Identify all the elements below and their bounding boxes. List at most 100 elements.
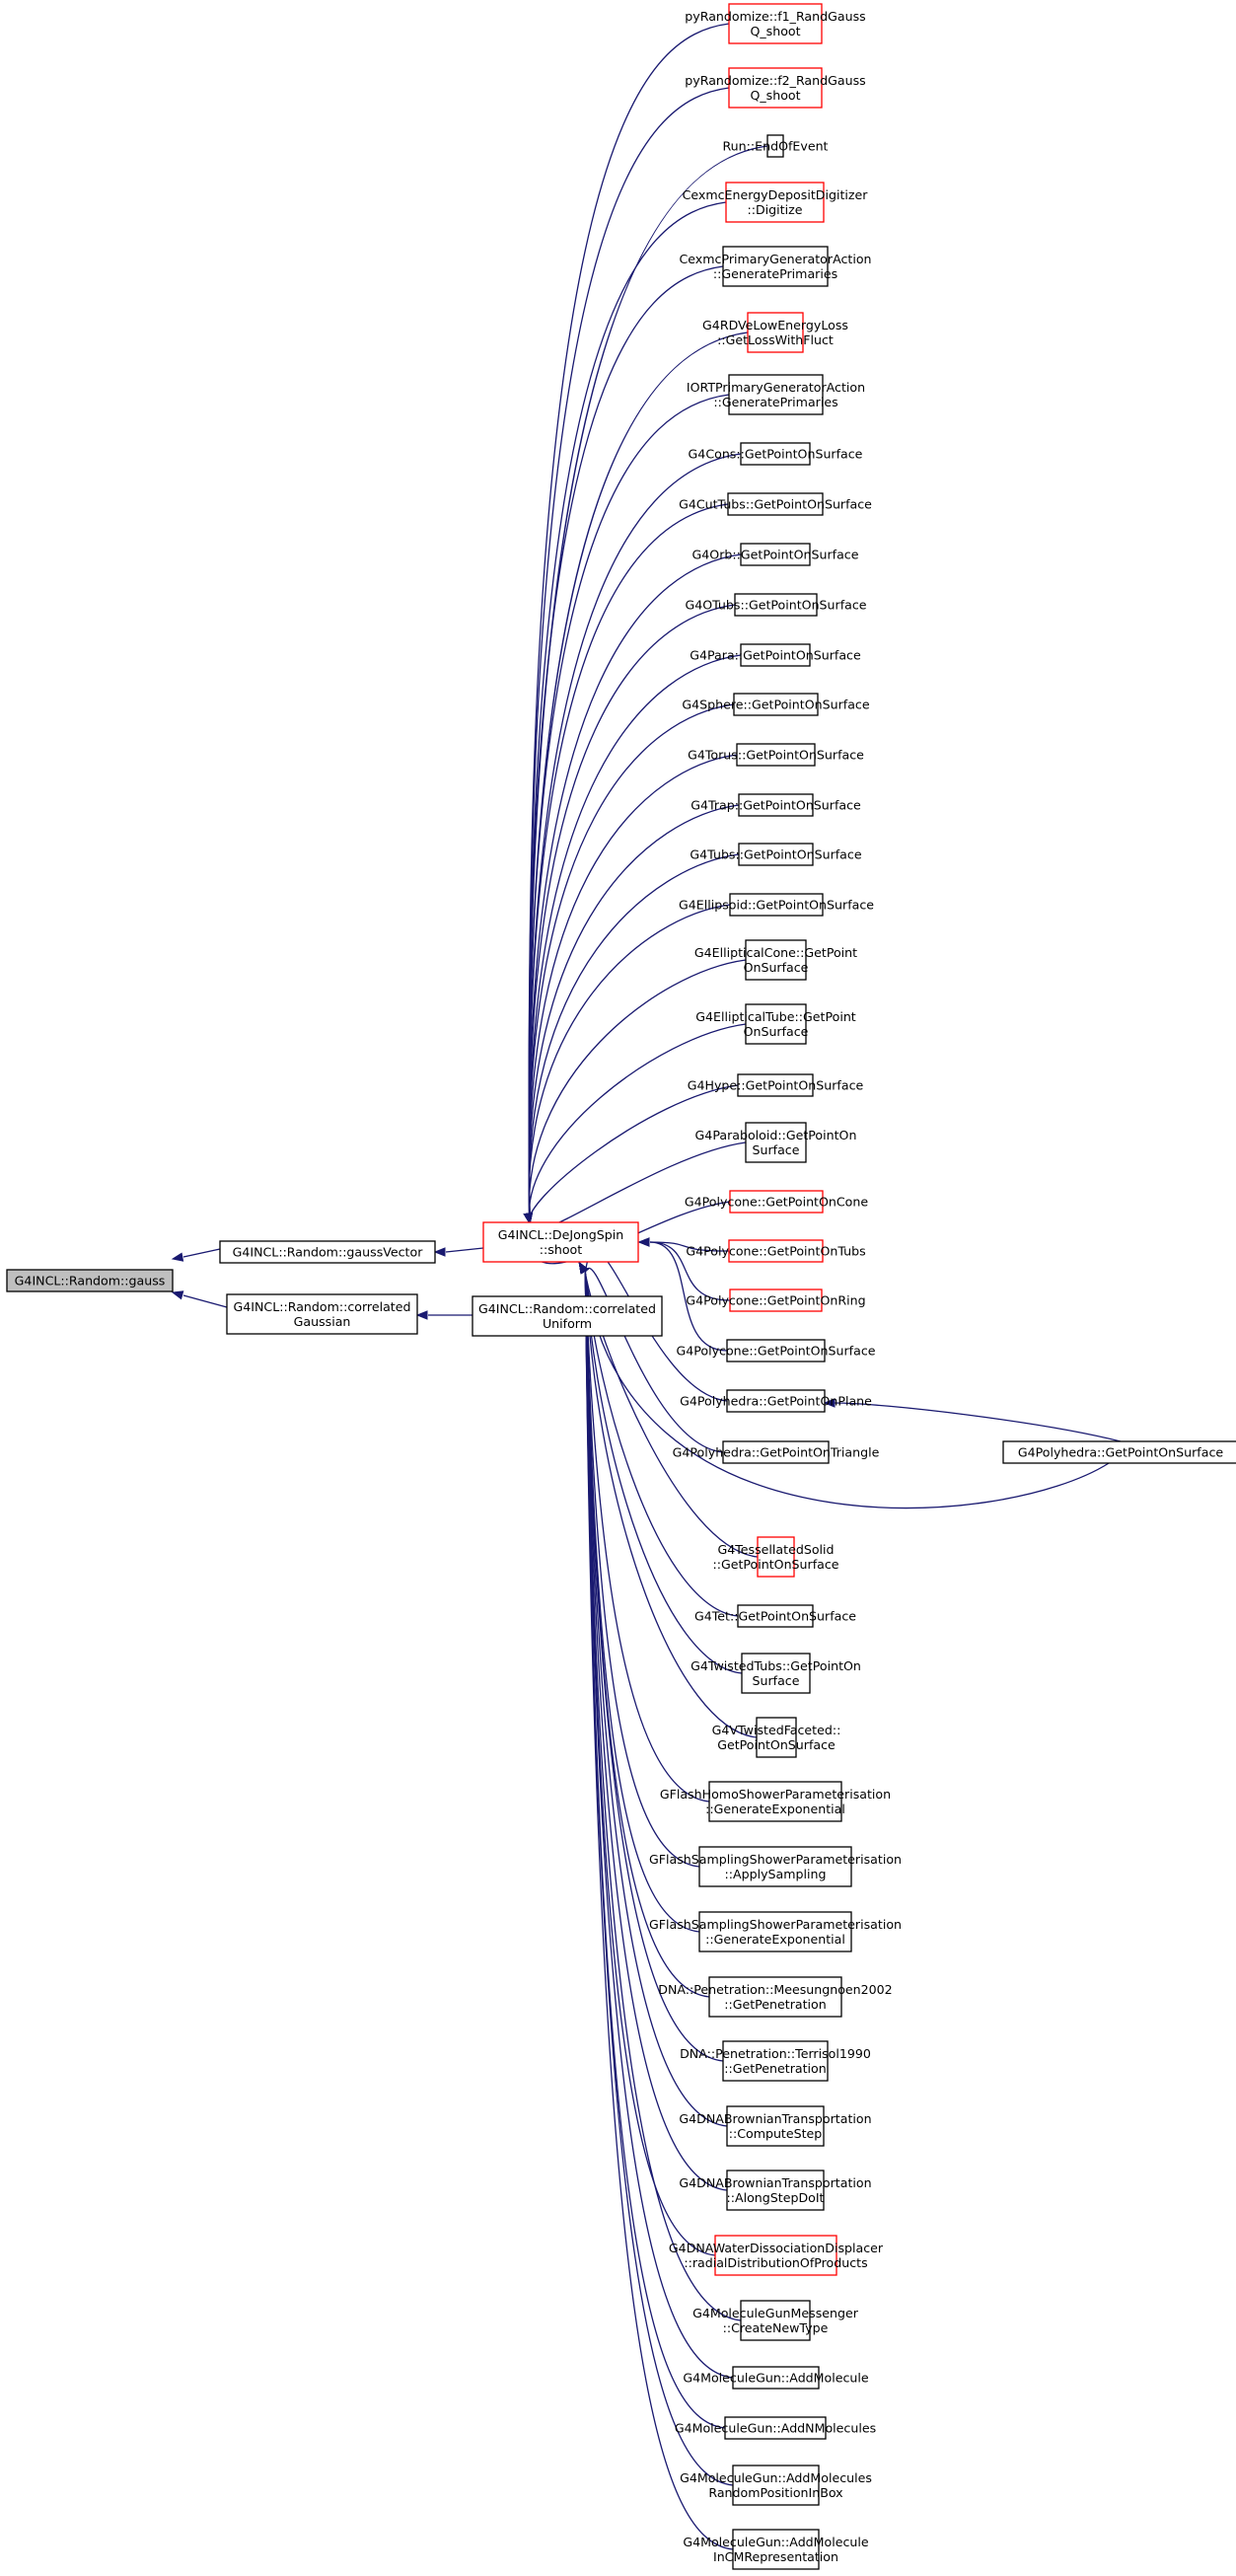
node-gfhomo[interactable]: GFlashHomoShowerParameterisation::Genera… <box>660 1781 891 1822</box>
node-addn[interactable]: G4MoleculeGun::AddNMolecules <box>675 2416 876 2440</box>
node-box <box>738 793 814 817</box>
node-label: G4Paraboloid::GetPointOn <box>695 1128 857 1142</box>
node-label: G4Hype::GetPointOnSurface <box>688 1078 864 1093</box>
node-hype[interactable]: G4Hype::GetPointOnSurface <box>688 1073 864 1097</box>
node-brown1[interactable]: G4DNABrownianTransportation::ComputeStep <box>679 2105 872 2147</box>
node-label: G4Tet::GetPointOnSurface <box>694 1609 856 1624</box>
node-pring[interactable]: G4Polycone::GetPointOnRing <box>686 1288 866 1312</box>
node-terrisol[interactable]: DNA::Penetration::Terrisol1990::GetPenet… <box>680 2040 871 2082</box>
node-parab[interactable]: G4Paraboloid::GetPointOnSurface <box>695 1122 857 1163</box>
node-gauss[interactable]: G4INCL::Random::gauss <box>6 1269 174 1292</box>
node-addcm[interactable]: G4MoleculeGun::AddMoleculeInCMRepresenta… <box>683 2529 869 2570</box>
node-trap[interactable]: G4Trap::GetPointOnSurface <box>691 793 861 817</box>
node-htri[interactable]: G4Polyhedra::GetPointOnTriangle <box>673 1440 880 1464</box>
node-cons[interactable]: G4Cons::GetPointOnSurface <box>689 442 863 466</box>
node-label: G4Polyhedra::GetPointOnSurface <box>1018 1445 1224 1460</box>
node-label: G4Polycone::GetPointOnSurface <box>676 1344 875 1359</box>
edge-line <box>584 1272 734 2379</box>
node-iort[interactable]: IORTPrimaryGeneratorAction::GeneratePrim… <box>687 374 865 415</box>
edge-line <box>528 654 742 1224</box>
node-label: ::GetPenetration <box>724 2061 827 2076</box>
node-gfsamp2[interactable]: GFlashSamplingShowerParameterisation::Ge… <box>649 1911 902 1952</box>
node-gfsamp1[interactable]: GFlashSamplingShowerParameterisation::Ap… <box>649 1846 902 1887</box>
node-label: G4Polycone::GetPointOnRing <box>686 1293 865 1308</box>
node-molmsg[interactable]: G4MoleculeGunMessenger::CreateNewType <box>692 2300 859 2341</box>
node-otubs[interactable]: G4OTubs::GetPointOnSurface <box>685 593 867 617</box>
node-rdve[interactable]: G4RDVeLowEnergyLoss::GetLossWithFluct <box>702 312 848 353</box>
node-label: G4INCL::Random::correlated <box>478 1301 656 1316</box>
node-label: G4Polycone::GetPointOnTubs <box>686 1244 865 1259</box>
node-water[interactable]: G4DNAWaterDissociationDisplacer::radialD… <box>669 2235 884 2276</box>
node-ellipsoid[interactable]: G4Ellipsoid::GetPointOnSurface <box>679 893 874 917</box>
node-box <box>740 442 811 466</box>
node-box <box>714 2235 837 2276</box>
node-label: Surface <box>753 1142 800 1157</box>
node-hplane[interactable]: G4Polyhedra::GetPointOnPlane <box>680 1389 872 1413</box>
node-box <box>724 2416 827 2440</box>
node-tet[interactable]: G4Tet::GetPointOnSurface <box>694 1604 856 1628</box>
node-box <box>729 1288 823 1312</box>
node-tubs[interactable]: G4Tubs::GetPointOnSurface <box>690 843 862 866</box>
node-box <box>734 593 818 617</box>
node-ellcone[interactable]: G4EllipticalCone::GetPointOnSurface <box>694 939 857 981</box>
node-box <box>741 1653 811 1694</box>
call-edge <box>523 201 727 1225</box>
node-meesung[interactable]: DNA::Penetration::Meesungnoen2002::GetPe… <box>658 1976 893 2018</box>
node-sphere[interactable]: G4Sphere::GetPointOnSurface <box>682 693 870 716</box>
node-run[interactable]: Run::EndOfEvent <box>723 134 829 158</box>
node-psurf[interactable]: G4Polycone::GetPointOnSurface <box>676 1339 876 1362</box>
node-pcone[interactable]: G4Polycone::GetPointOnCone <box>685 1190 869 1214</box>
node-box <box>732 2529 820 2570</box>
edge-line <box>584 1272 710 1803</box>
arrow-head-icon <box>415 1310 428 1320</box>
edge-line <box>584 1268 724 1453</box>
edge-line <box>834 1402 1122 1442</box>
node-vtwist[interactable]: G4VTwistedFaceted::GetPointOnSurface <box>712 1717 841 1758</box>
node-cexPrim[interactable]: CexmcPrimaryGeneratorAction::GeneratePri… <box>679 246 872 287</box>
node-box <box>740 543 811 566</box>
edge-line <box>584 1272 734 2486</box>
node-box <box>472 1295 663 1337</box>
node-box <box>745 1003 807 1045</box>
node-elltube[interactable]: G4EllipticalTube::GetPointOnSurface <box>695 1003 856 1045</box>
node-box <box>756 1717 797 1758</box>
node-dejong[interactable]: G4INCL::DeJongSpin::shoot <box>482 1221 639 1263</box>
edge-line <box>584 1272 728 2127</box>
node-ptubs[interactable]: G4Polycone::GetPointOnTubs <box>686 1239 866 1263</box>
node-addbox[interactable]: G4MoleculeGun::AddMoleculesRandomPositio… <box>680 2465 872 2506</box>
node-torus[interactable]: G4Torus::GetPointOnSurface <box>688 743 864 767</box>
edge-line <box>528 265 724 1224</box>
node-label: pyRandomize::f2_RandGauss <box>685 73 865 88</box>
node-para[interactable]: G4Para::GetPointOnSurface <box>690 643 861 667</box>
node-twtubs[interactable]: G4TwistedTubs::GetPointOnSurface <box>691 1653 861 1694</box>
node-cexDig[interactable]: CexmcEnergyDepositDigitizer::Digitize <box>683 182 869 223</box>
node-addmol[interactable]: G4MoleculeGun::AddMolecule <box>683 2366 869 2390</box>
call-edge <box>578 1261 1110 1509</box>
node-tess[interactable]: G4TessellatedSolid::GetPointOnSurface <box>712 1536 839 1578</box>
node-brown2[interactable]: G4DNABrownianTransportation::AlongStepDo… <box>679 2170 872 2211</box>
call-edge <box>523 1141 747 1232</box>
node-gaussVector[interactable]: G4INCL::Random::gaussVector <box>219 1240 436 1264</box>
node-hsurf[interactable]: G4Polyhedra::GetPointOnSurface <box>1002 1440 1236 1464</box>
node-cuttubs[interactable]: G4CutTubs::GetPointOnSurface <box>679 492 872 516</box>
node-label: ::AlongStepDoIt <box>726 2190 824 2205</box>
node-box <box>736 743 816 767</box>
node-label: G4MoleculeGunMessenger <box>692 2306 859 2320</box>
edge-line <box>528 553 742 1224</box>
node-orb[interactable]: G4Orb::GetPointOnSurface <box>692 543 859 566</box>
call-edge <box>415 1310 473 1320</box>
edge-line <box>528 604 736 1224</box>
edge-line <box>649 1241 731 1301</box>
node-label: G4Trap::GetPointOnSurface <box>691 798 861 813</box>
call-edge <box>171 1290 228 1308</box>
edge-line <box>528 853 740 1224</box>
edge-line <box>182 1294 228 1308</box>
node-label: Gaussian <box>294 1314 351 1329</box>
node-box <box>738 843 814 866</box>
edge-line <box>584 1272 700 1868</box>
